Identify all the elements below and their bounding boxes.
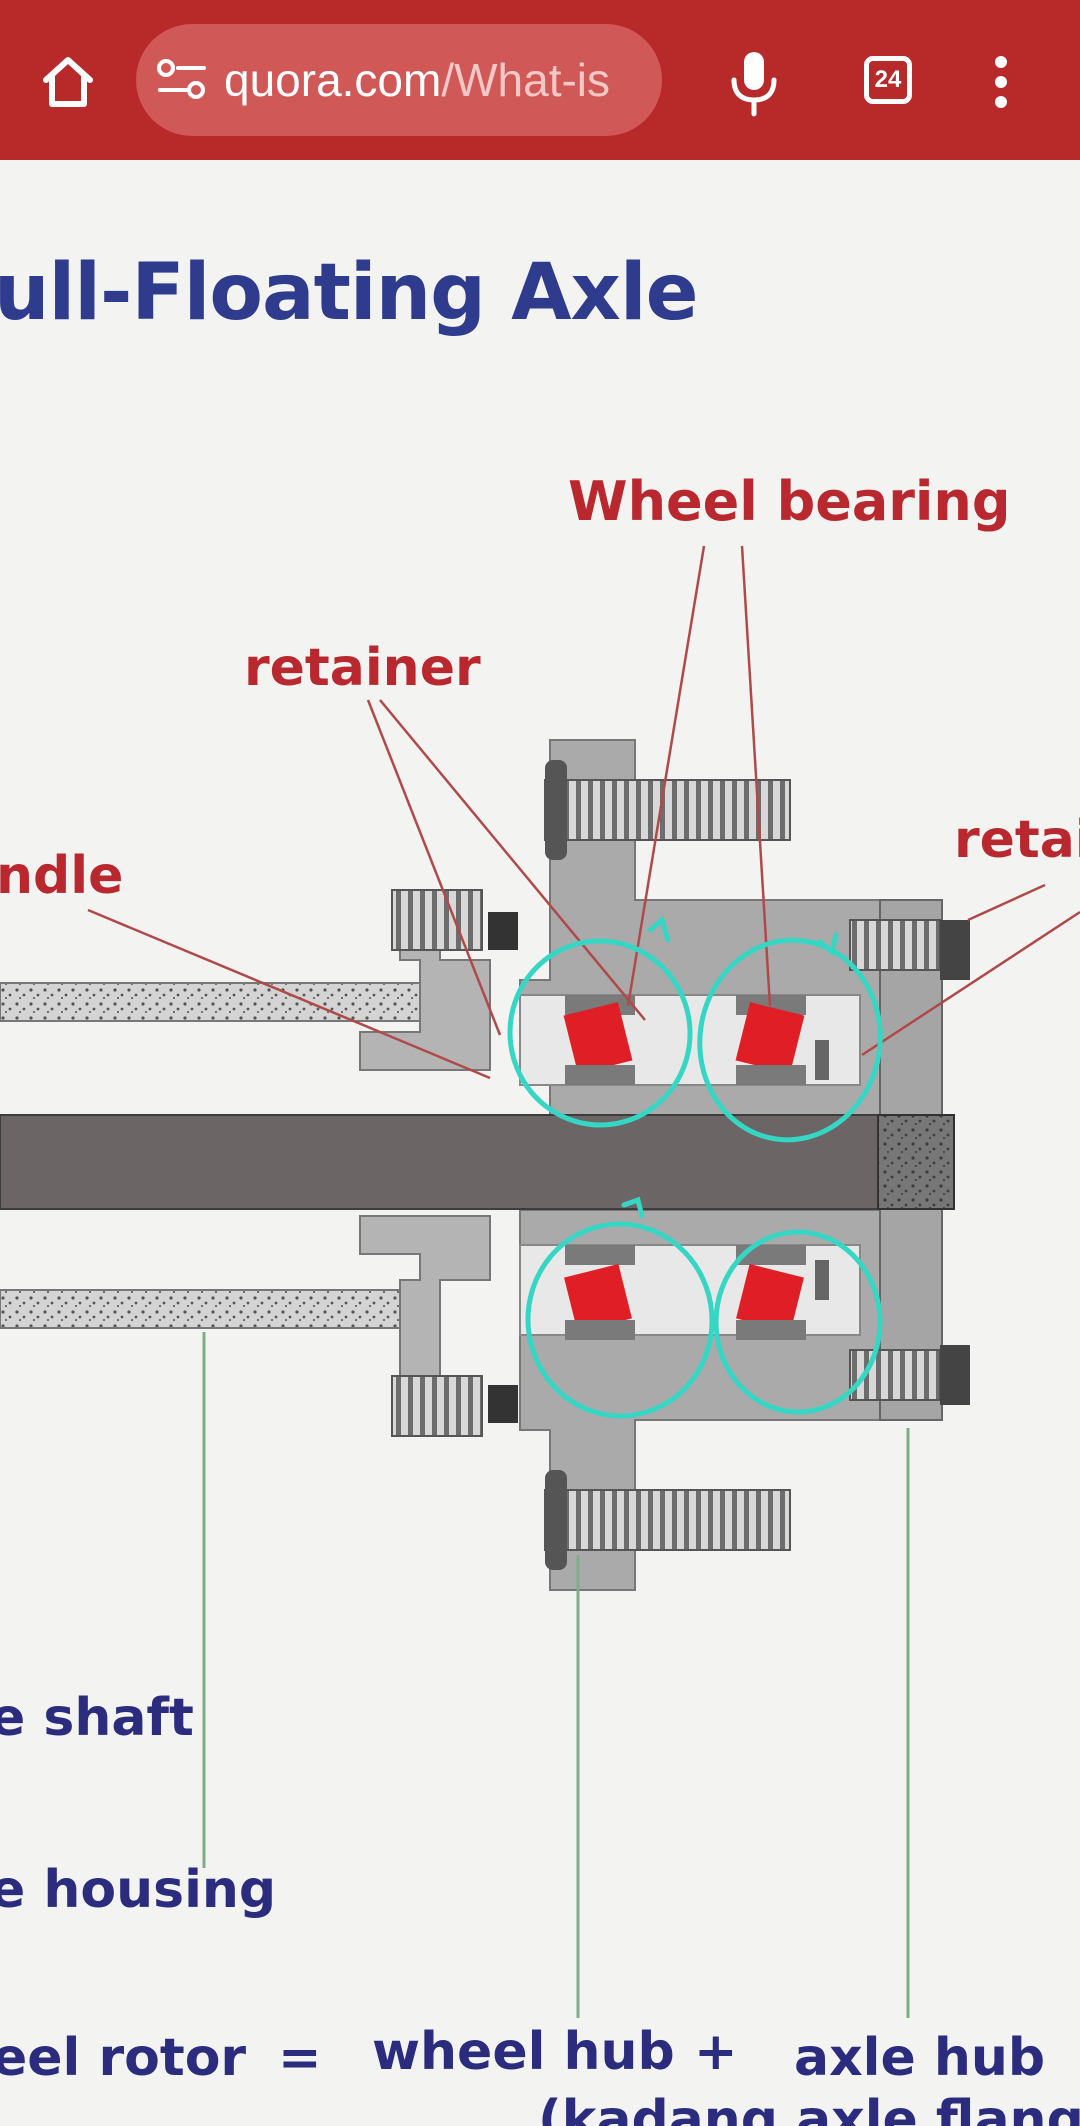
browser-toolbar: quora.com/What-is 24 [0, 0, 1080, 160]
url-domain: quora.com [224, 54, 442, 106]
red-leader-lines [87, 545, 1080, 1080]
tab-switcher-button[interactable]: 24 [864, 56, 912, 104]
tab-count: 24 [874, 66, 902, 93]
green-leader-lines [202, 1332, 910, 2018]
wheel-bearings [563, 995, 829, 1340]
formula-axle-hub: axle hub [794, 2028, 1046, 2088]
page-content: ull-Floating Axle Wheel bearing retainer… [0, 160, 1080, 2126]
hub-stud-bottom [544, 1489, 791, 1551]
formula-equals: = [278, 2028, 322, 2088]
mic-icon[interactable] [724, 48, 784, 118]
annotation-circles [507, 915, 883, 1419]
tune-icon[interactable] [156, 56, 208, 104]
formula-plus: + [694, 2022, 738, 2082]
label-spindle: ndle [0, 846, 124, 906]
formula-rotor: eel rotor [0, 2028, 247, 2088]
flange-bolt-upper [391, 889, 483, 951]
hub-stud-top [544, 779, 791, 841]
url-path: /What-is [441, 54, 611, 106]
label-axle-shaft: e shaft [0, 1688, 194, 1748]
label-wheel-bearing: Wheel bearing [568, 470, 1011, 533]
formula-wheel-hub: wheel hub [372, 2022, 675, 2082]
address-bar[interactable]: quora.com/What-is [136, 24, 662, 136]
formula-paren-note: (kadang axle flange [538, 2090, 1080, 2126]
home-button[interactable] [28, 42, 108, 122]
label-retainer-right: retai [954, 810, 1080, 870]
more-vert-icon[interactable] [984, 52, 1018, 112]
home-icon [43, 57, 93, 107]
axle-diagram [0, 545, 1080, 2018]
label-retainer-left: retainer [244, 638, 481, 698]
diagram-title: ull-Floating Axle [0, 248, 698, 338]
axle-housing-lower [0, 1289, 421, 1329]
url-text[interactable]: quora.com/What-is [224, 50, 652, 110]
axle-housing-upper [0, 982, 421, 1022]
label-axle-housing: e housing [0, 1860, 277, 1920]
flange-bolt-lower [391, 1375, 483, 1437]
